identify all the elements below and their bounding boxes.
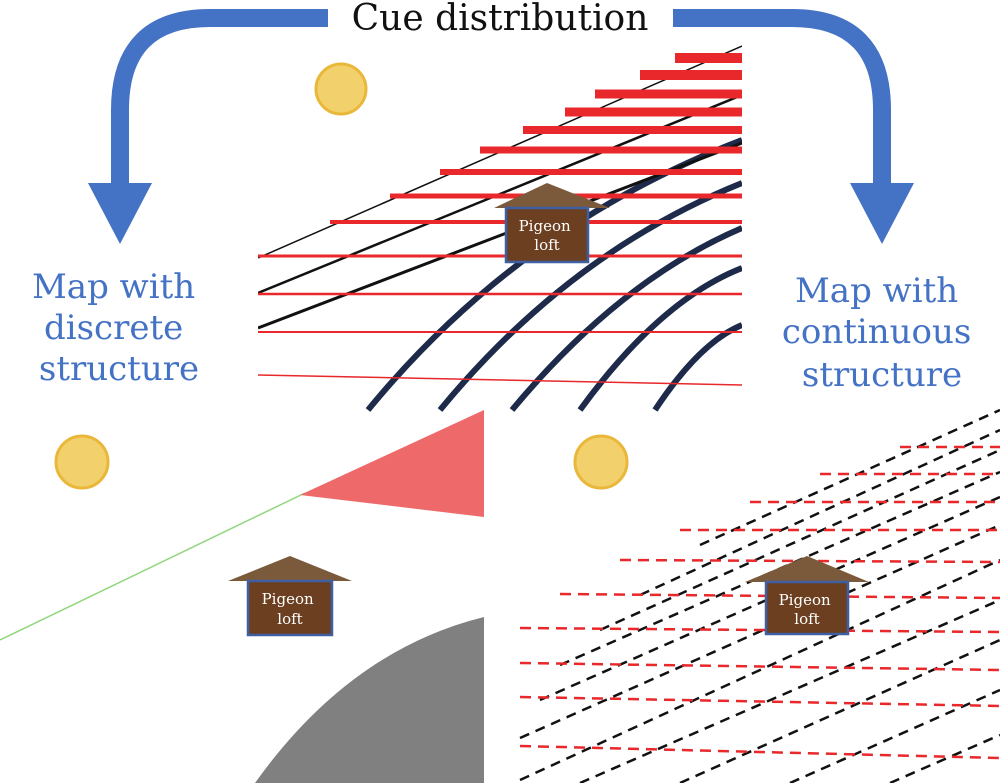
loft-label-line-2: loft xyxy=(794,610,819,628)
left-label-line-1: Map with xyxy=(32,267,195,307)
loft-roof xyxy=(228,556,352,581)
navy-cue-line xyxy=(577,265,742,412)
green-boundary-line xyxy=(0,492,306,641)
right-curved-arrow-icon xyxy=(673,9,914,244)
loft-label-line-1: Pigeon xyxy=(519,217,571,235)
right-label: Map with continuous structure xyxy=(782,271,982,395)
right-arrow-shaft xyxy=(673,9,891,185)
red-cue-line xyxy=(258,374,742,386)
left-label-line-3: structure xyxy=(39,349,199,389)
right-label-line-3: structure xyxy=(802,355,962,395)
black-dashed-line xyxy=(599,448,1000,632)
left-label-line-2: discrete xyxy=(44,308,183,348)
red-dashed-cue-lines xyxy=(519,445,1000,760)
right-label-line-1: Map with xyxy=(795,271,958,311)
navy-cue-line xyxy=(437,180,742,412)
sun-icon xyxy=(573,434,629,490)
discrete-map-panel xyxy=(0,410,484,783)
loft-label-line-1: Pigeon xyxy=(779,591,831,609)
navy-cue-line xyxy=(652,322,742,412)
loft-roof xyxy=(745,556,869,582)
black-dashed-line xyxy=(519,523,1000,740)
loft-label-line-2: loft xyxy=(277,610,302,628)
left-label: Map with discrete structure xyxy=(32,267,206,389)
loft-body xyxy=(246,579,334,637)
pigeon-loft-icon: Pigeon loft xyxy=(494,183,610,264)
black-dashed-line xyxy=(679,638,1000,783)
black-dashed-line xyxy=(889,733,1000,783)
sun-icon xyxy=(314,62,368,116)
black-dashed-line xyxy=(579,598,1000,783)
diagram-title: Cue distribution xyxy=(352,0,649,39)
left-arrow-shaft xyxy=(111,9,328,185)
right-arrow-head xyxy=(850,183,914,244)
left-curved-arrow-icon xyxy=(88,9,328,244)
gray-cue-region xyxy=(255,617,484,783)
pigeon-loft-icon: Pigeon loft xyxy=(228,556,352,637)
black-dashed-line xyxy=(789,688,1000,783)
red-dashed-line xyxy=(519,626,1000,634)
navy-cue-line xyxy=(509,225,742,412)
loft-body xyxy=(504,206,590,264)
red-dashed-line xyxy=(519,661,1000,672)
right-label-line-2: continuous xyxy=(782,312,972,352)
loft-label: Pigeon loft xyxy=(779,591,836,628)
loft-label-line-1: Pigeon xyxy=(262,590,314,608)
left-arrow-head xyxy=(88,183,152,244)
black-dashed-line xyxy=(699,408,1000,547)
loft-body xyxy=(764,580,850,636)
loft-label-line-2: loft xyxy=(534,236,559,254)
loft-roof xyxy=(494,183,610,208)
black-dashed-line xyxy=(639,428,1000,597)
pigeon-loft-icon: Pigeon loft xyxy=(745,556,869,636)
red-dashed-line xyxy=(519,744,1000,760)
loft-label: Pigeon loft xyxy=(519,217,576,254)
red-cue-region xyxy=(300,410,484,517)
red-dashed-line xyxy=(519,695,1000,708)
sun-icon xyxy=(54,434,110,490)
loft-label: Pigeon loft xyxy=(262,590,319,628)
black-dashed-line xyxy=(519,558,1000,782)
